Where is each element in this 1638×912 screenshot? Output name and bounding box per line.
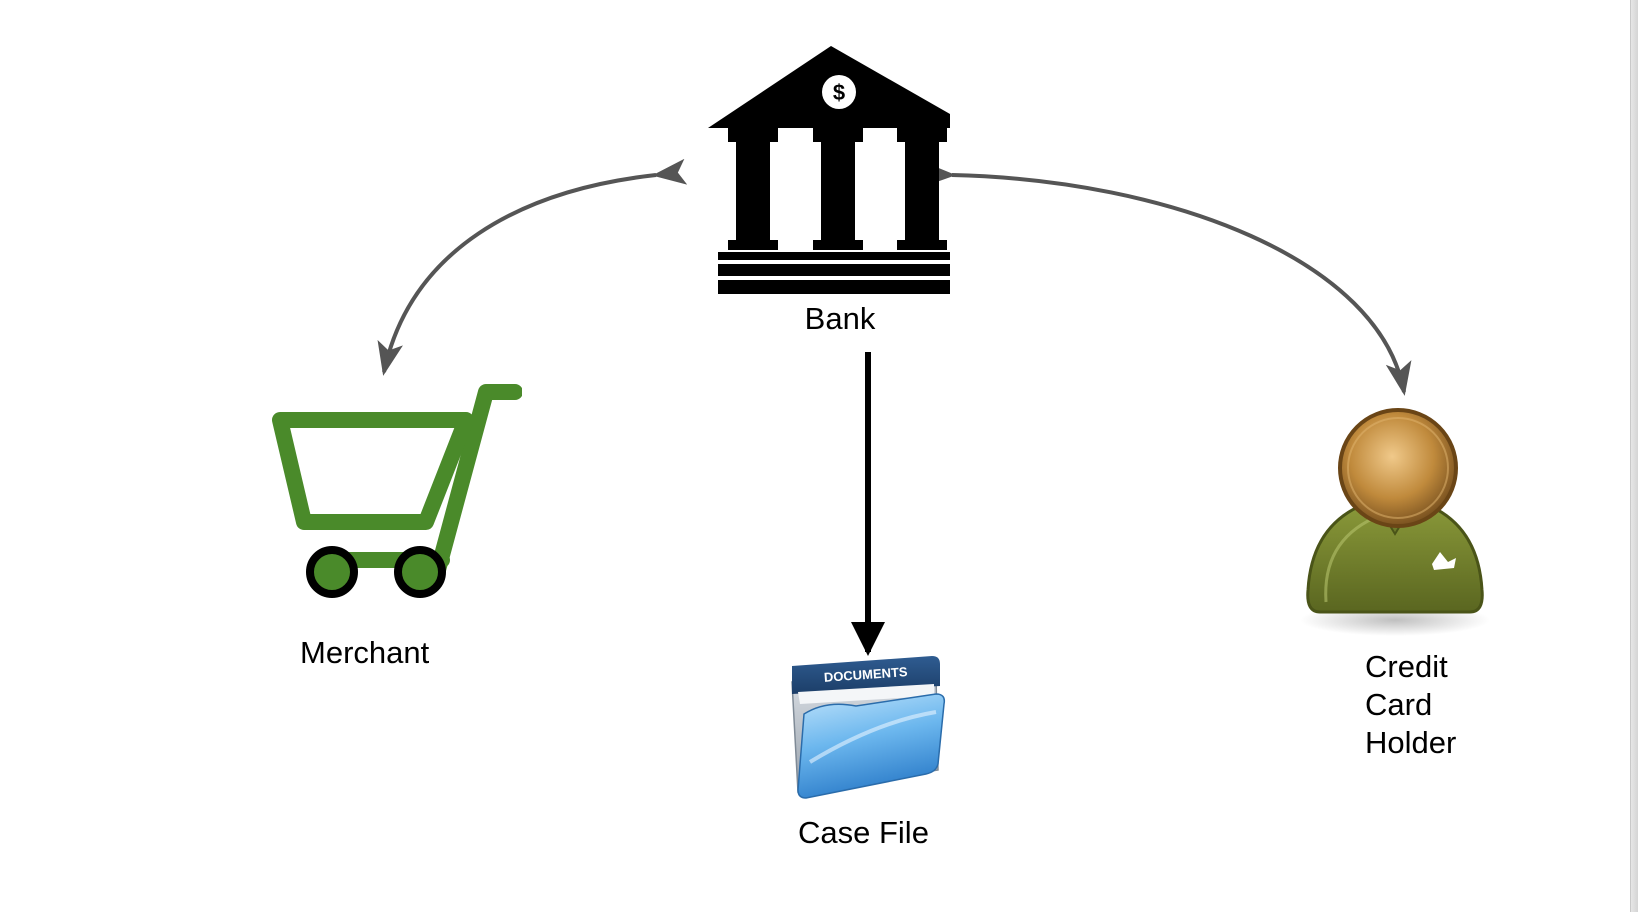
card-holder-label-line-1: Credit	[1365, 649, 1448, 684]
card-holder-node	[1300, 402, 1490, 638]
bank-badge-text: $	[833, 80, 845, 105]
card-holder-label-line-2: Card	[1365, 687, 1433, 722]
folder-tab-text: DOCUMENTS	[823, 664, 908, 685]
documents-folder-icon: DOCUMENTS	[791, 656, 946, 799]
window-edge	[1630, 0, 1638, 912]
card-holder-label-line-3: Holder	[1365, 725, 1457, 760]
bank-icon: $	[708, 46, 950, 294]
case-file-label: Case File	[798, 815, 929, 850]
card-holder-label: Credit Card Holder	[1365, 648, 1456, 762]
user-icon	[1300, 408, 1490, 636]
edge-bank-merchant	[377, 158, 688, 376]
shopping-cart-icon	[272, 384, 523, 598]
edge-bank-holder	[921, 161, 1412, 396]
bank-node: $	[706, 44, 956, 299]
bank-label: Bank	[804, 301, 876, 336]
merchant-label: Merchant	[300, 635, 430, 670]
merchant-node	[270, 380, 523, 600]
case-file-node: DOCUMENTS	[786, 652, 946, 802]
